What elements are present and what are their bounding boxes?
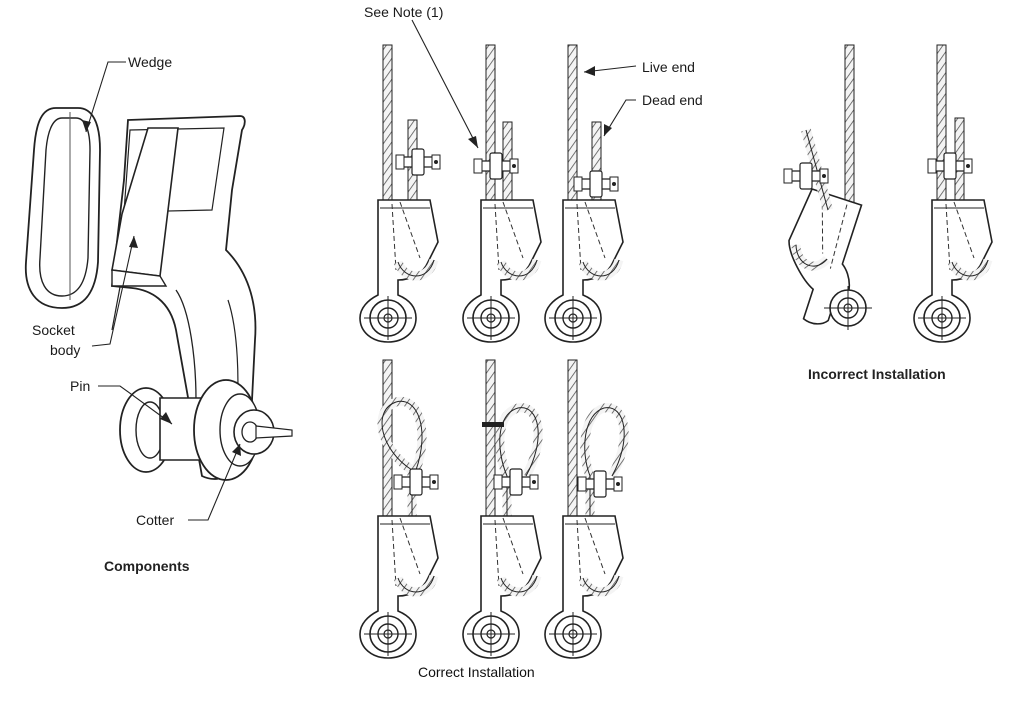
correct-row-top xyxy=(360,44,623,342)
socket-body-label-line2: body xyxy=(50,342,81,358)
pin-part xyxy=(119,379,293,481)
incorrect-installation-caption: Incorrect Installation xyxy=(808,366,946,382)
correct-leader-lines xyxy=(411,19,637,149)
correct-installation-caption: Correct Installation xyxy=(418,664,535,680)
dead-end-label: Dead end xyxy=(642,92,703,108)
components-caption: Components xyxy=(104,558,190,574)
live-end-label: Live end xyxy=(642,59,695,75)
wedge-label: Wedge xyxy=(128,54,173,70)
wedge-part xyxy=(24,107,101,309)
pin-label: Pin xyxy=(70,378,91,394)
components-view xyxy=(24,61,293,521)
cotter-label: Cotter xyxy=(136,512,175,528)
correct-row-bottom xyxy=(360,359,629,658)
component-leader-lines xyxy=(85,61,241,521)
incorrect-row xyxy=(783,44,992,342)
socket-body-label-line1: Socket xyxy=(32,322,75,338)
see-note-label: See Note (1) xyxy=(364,4,444,20)
